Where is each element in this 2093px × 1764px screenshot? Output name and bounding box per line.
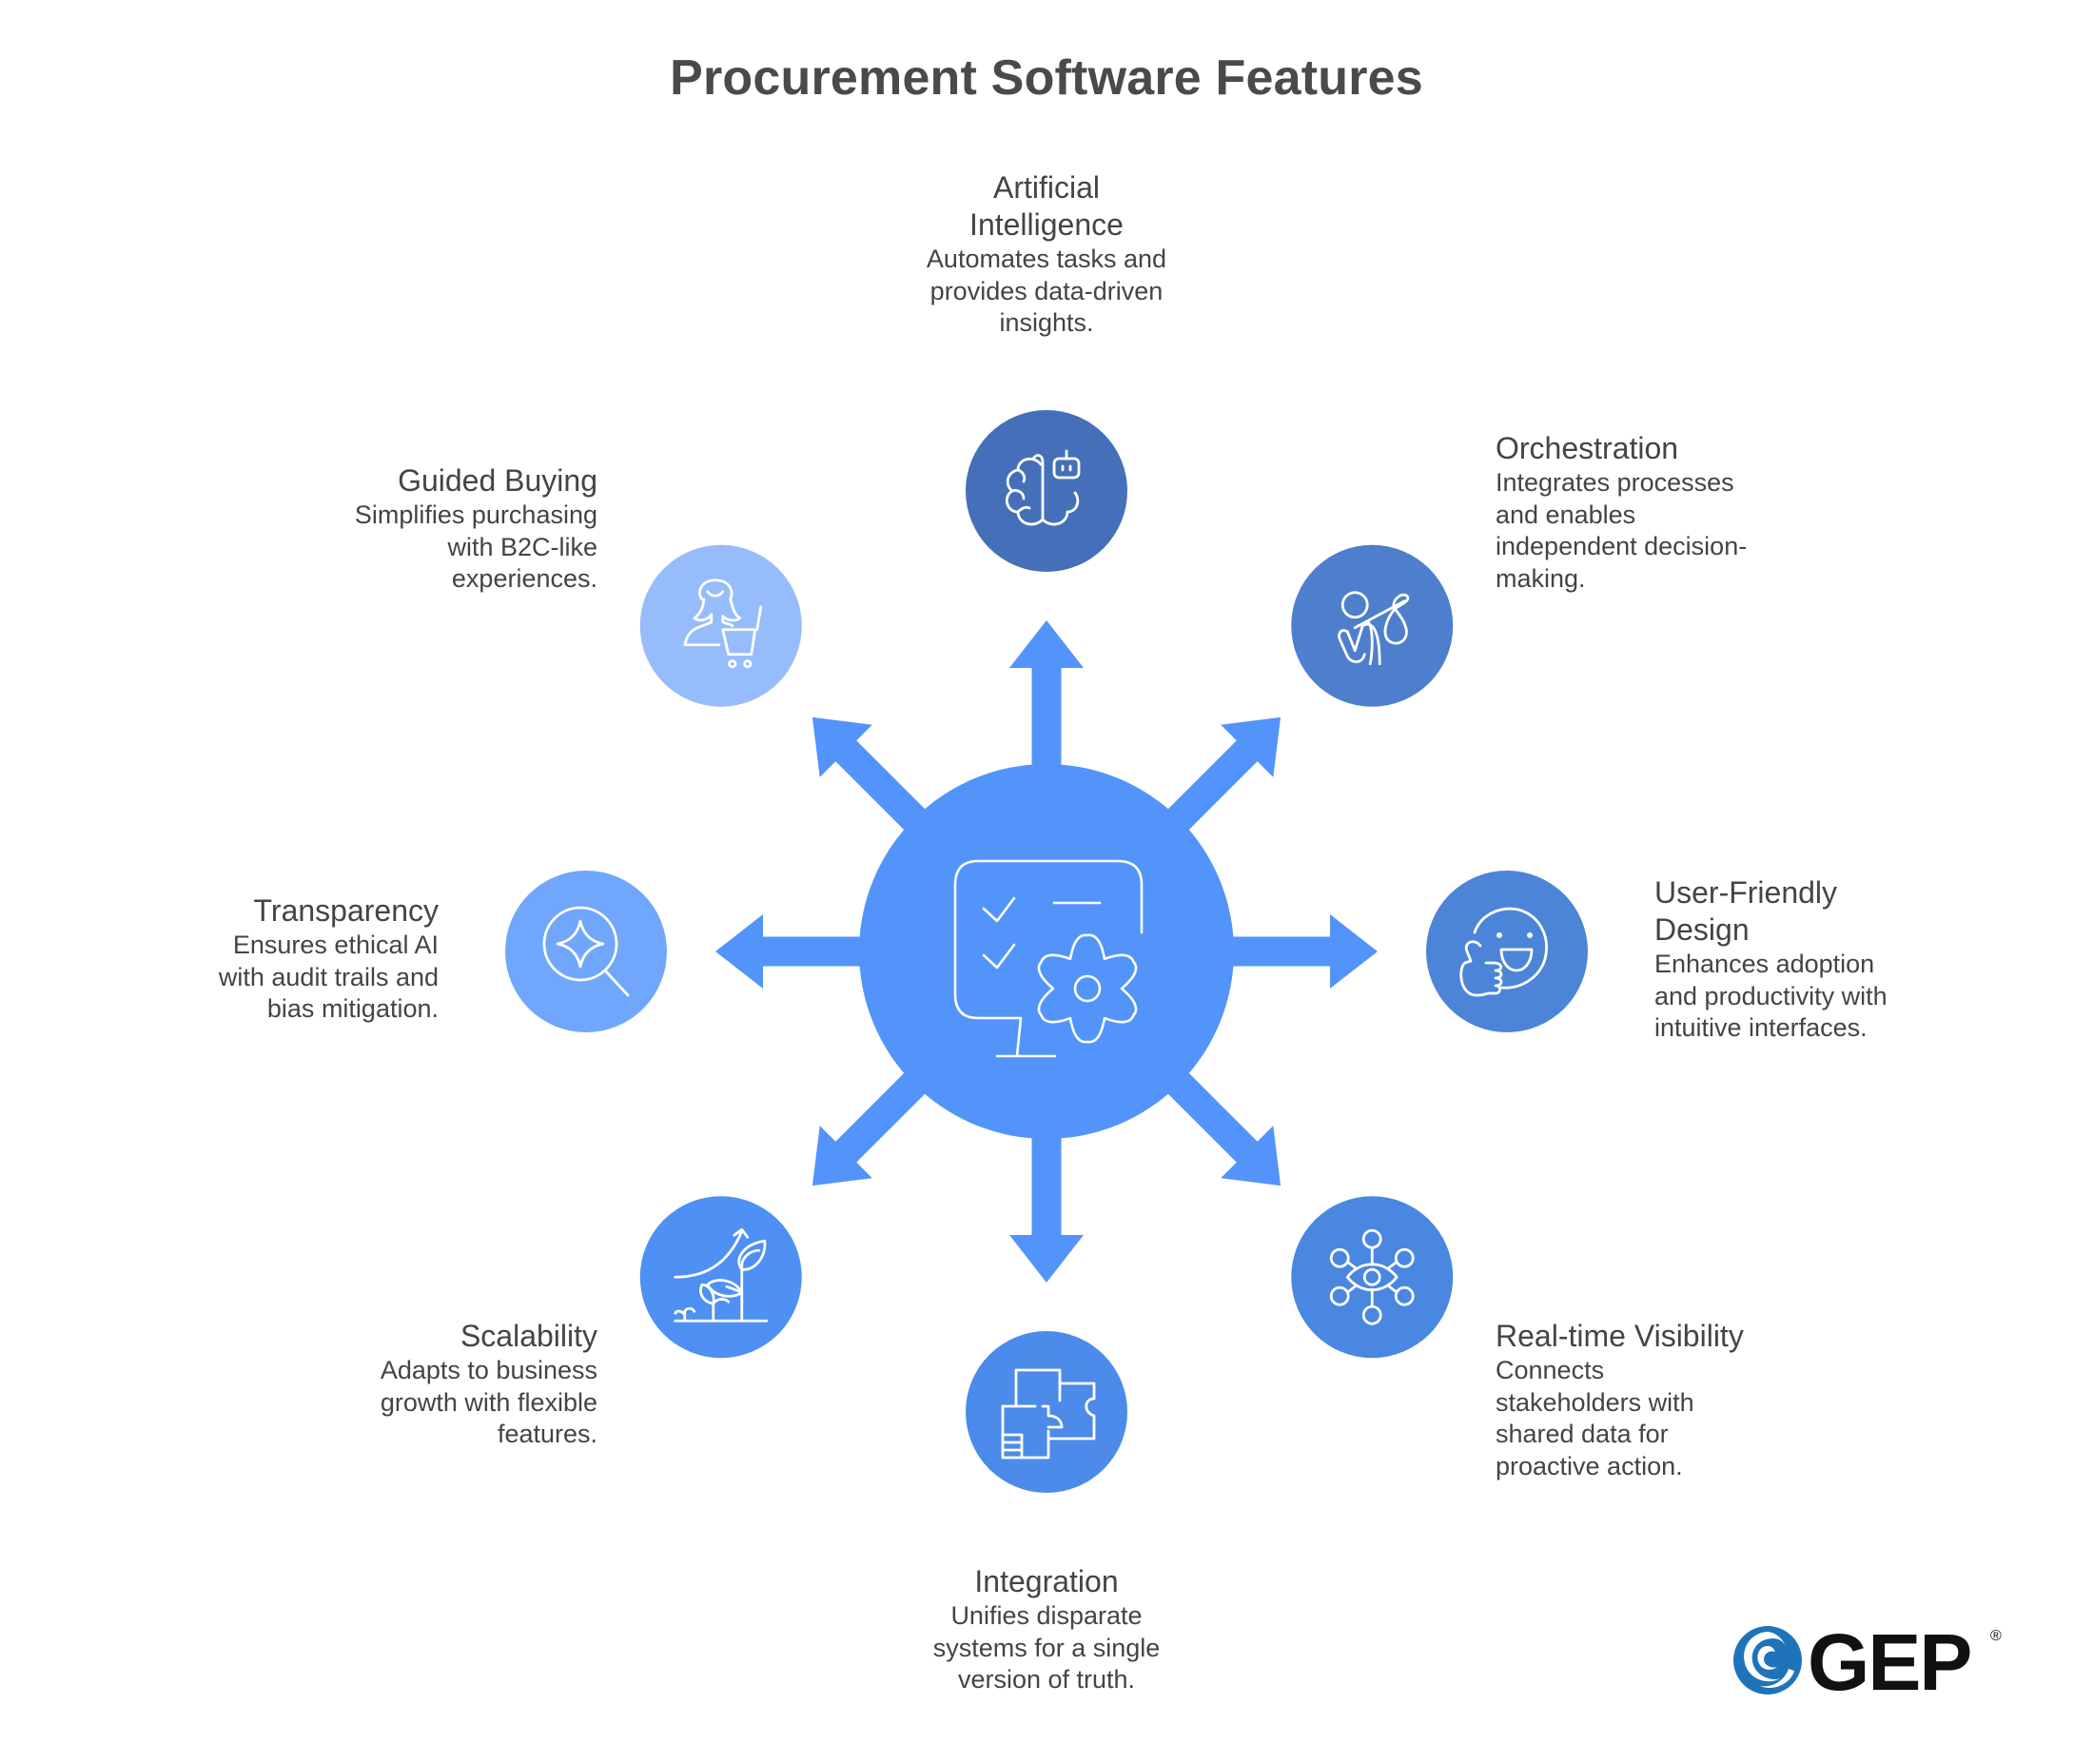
feature-title: Guided Buying: [398, 463, 597, 498]
feature-title: Intelligence: [969, 207, 1124, 242]
feature-description: independent decision-: [1496, 532, 1748, 560]
feature-title: User-Friendly: [1654, 875, 1838, 910]
feature-circle: [639, 1196, 802, 1359]
feature-node-real-time-visibility: [1291, 1196, 1454, 1359]
logo-registered-mark: ®: [1990, 1628, 2002, 1644]
feature-description: making.: [1496, 563, 1586, 593]
smiley-thumbs-up-icon: [1459, 907, 1548, 997]
feature-title: Scalability: [460, 1319, 597, 1353]
feature-nodes: [505, 410, 1588, 1493]
feature-circle: [639, 544, 802, 707]
feature-title: Transparency: [253, 893, 439, 928]
feature-description: version of truth.: [957, 1665, 1136, 1694]
feature-title: Design: [1654, 912, 1750, 947]
feature-description: Ensures ethical AI: [232, 931, 439, 959]
feature-node-guided-buying: [639, 544, 802, 707]
growth-plants-icon: [674, 1227, 769, 1323]
feature-circle: [966, 1331, 1127, 1493]
feature-description: features.: [497, 1420, 597, 1448]
feature-circle: [1426, 871, 1588, 1032]
shopper-cart-icon: [683, 578, 763, 669]
feature-description: Adapts to business: [380, 1356, 597, 1384]
gep-logo: GEP ®: [1731, 1617, 2017, 1707]
feature-description: bias mitigation.: [266, 994, 439, 1023]
gep-swirl-logo-icon: [1733, 1626, 1802, 1695]
feature-description: and productivity with: [1654, 981, 1888, 1010]
feature-description: Automates tasks and: [926, 245, 1167, 273]
feature-node-scalability: [639, 1196, 802, 1359]
magnifier-sparkle-icon: [542, 906, 630, 997]
feature-title: Integration: [974, 1564, 1119, 1598]
feature-description: Integrates processes: [1496, 468, 1734, 497]
feature-node-transparency: [505, 871, 667, 1032]
feature-circle: [1291, 1196, 1454, 1359]
feature-description: Unifies disparate: [950, 1601, 1143, 1630]
feature-description: intuitive interfaces.: [1654, 1013, 1868, 1042]
hub-circle: [859, 764, 1234, 1139]
feature-title: Real-time Visibility: [1496, 1319, 1744, 1353]
feature-description: stakeholders with: [1496, 1387, 1694, 1417]
page-title: Procurement Software Features: [670, 50, 1423, 106]
feature-node-artificial-intelligence: [966, 410, 1127, 572]
monitor-checklist-gear-icon: [953, 859, 1144, 1058]
center-hub: [859, 764, 1234, 1139]
feature-description: insights.: [999, 308, 1094, 337]
feature-description: with audit trails and: [218, 962, 439, 991]
brain-robot-icon: [1005, 449, 1081, 526]
feature-description: with B2C-like: [447, 532, 597, 561]
logo-text: GEP: [1808, 1617, 1970, 1703]
feature-description: shared data for: [1496, 1420, 1669, 1448]
feature-description: Enhances adoption: [1654, 950, 1875, 978]
feature-circle: [505, 871, 667, 1032]
feature-description: experiences.: [451, 564, 597, 593]
feature-description: and enables: [1496, 500, 1636, 529]
feature-description: Simplifies purchasing: [354, 500, 597, 529]
feature-title: Artificial: [992, 170, 1100, 205]
feature-title: Orchestration: [1496, 431, 1679, 465]
feature-description: provides data-driven: [929, 276, 1164, 305]
eye-network-icon: [1329, 1228, 1415, 1325]
feature-description: growth with flexible: [380, 1387, 597, 1417]
feature-circle: [966, 410, 1127, 572]
feature-description: proactive action.: [1496, 1451, 1683, 1480]
feature-description: systems for a single: [932, 1633, 1161, 1662]
feature-node-orchestration: [1291, 544, 1454, 707]
feature-node-integration: [966, 1331, 1127, 1493]
feature-description: Connects: [1496, 1356, 1605, 1384]
person-bindle-icon: [1338, 591, 1410, 666]
feature-node-user-friendly-design: [1426, 871, 1588, 1032]
puzzle-floorplan-icon: [1001, 1368, 1096, 1460]
